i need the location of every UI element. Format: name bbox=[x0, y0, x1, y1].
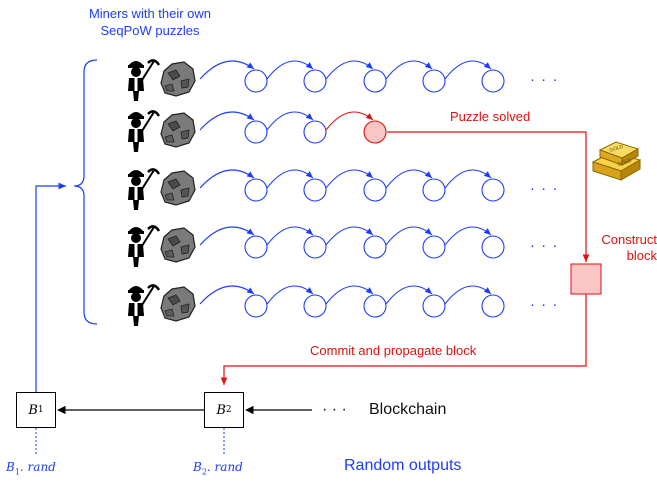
puzzle-solved-label: Puzzle solved bbox=[450, 109, 531, 124]
solved-step-arrow bbox=[325, 111, 374, 131]
block-b1-letter: B bbox=[28, 402, 38, 418]
b1-rand-letter: B bbox=[6, 460, 15, 474]
b1-rand-sub: 1 bbox=[14, 467, 20, 477]
state-node bbox=[422, 178, 446, 202]
state-node bbox=[303, 120, 327, 144]
miner-icon bbox=[128, 59, 161, 101]
gold-bottom-text: GOLD bbox=[617, 158, 633, 168]
state-node bbox=[422, 294, 446, 318]
b2-rand-sub: 2 bbox=[201, 467, 207, 477]
chain-ellipsis: · · · bbox=[530, 237, 559, 254]
step-arrow bbox=[325, 226, 374, 246]
blockchain-dots: · · · bbox=[322, 401, 347, 418]
state-node bbox=[481, 69, 505, 93]
gold-bars-icon: GOLD GOLD bbox=[591, 141, 642, 181]
rock-puzzle-icon bbox=[160, 286, 196, 322]
state-node bbox=[244, 294, 268, 318]
state-node bbox=[244, 235, 268, 259]
state-node bbox=[481, 294, 505, 318]
step-arrow bbox=[199, 169, 255, 189]
state-node bbox=[303, 235, 327, 259]
step-arrow bbox=[266, 285, 314, 305]
miner-icon bbox=[128, 225, 161, 267]
miner-row bbox=[128, 225, 505, 267]
rock-puzzle-icon bbox=[160, 170, 196, 206]
miner-row bbox=[128, 168, 505, 210]
miner-row bbox=[128, 110, 387, 152]
state-node bbox=[422, 69, 446, 93]
commit-label: Commit and propagate block bbox=[310, 343, 477, 358]
step-arrow bbox=[199, 60, 255, 80]
randomness-feedback-line bbox=[35, 182, 66, 392]
step-arrow bbox=[444, 226, 492, 246]
miners-title-line2: SeqPoW puzzles bbox=[100, 23, 200, 38]
step-arrow bbox=[199, 226, 255, 246]
step-arrow bbox=[385, 60, 433, 80]
step-arrow bbox=[266, 169, 314, 189]
state-node bbox=[481, 178, 505, 202]
state-node bbox=[363, 69, 387, 93]
constructed-block bbox=[570, 263, 602, 295]
step-arrow bbox=[385, 169, 433, 189]
blockchain-label: Blockchain bbox=[369, 401, 447, 418]
step-arrow bbox=[266, 226, 314, 246]
chain-ellipsis: · · · bbox=[530, 71, 559, 88]
state-node bbox=[422, 235, 446, 259]
step-arrow bbox=[266, 60, 314, 80]
step-arrow bbox=[325, 169, 374, 189]
gold-top-text: GOLD bbox=[609, 144, 625, 154]
rock-puzzle-icon bbox=[160, 227, 196, 263]
state-node bbox=[244, 120, 268, 144]
miners-brace bbox=[73, 59, 98, 325]
step-arrow bbox=[325, 285, 374, 305]
chain-ellipsis: · · · bbox=[530, 296, 559, 313]
miner-row bbox=[128, 284, 505, 326]
state-node bbox=[244, 178, 268, 202]
step-arrow bbox=[266, 111, 314, 131]
step-arrow bbox=[444, 285, 492, 305]
b2-rand-var: . rand bbox=[206, 460, 243, 474]
block-b2-sub: 2 bbox=[225, 405, 232, 415]
b1-rand-label: B1. rand bbox=[6, 460, 56, 476]
b2-rand-label: B2. rand bbox=[193, 460, 243, 476]
b2-rand-letter: B bbox=[193, 460, 202, 474]
state-node bbox=[363, 235, 387, 259]
miner-row bbox=[128, 59, 505, 101]
construct-block-label: Construct block bbox=[583, 232, 657, 264]
state-node bbox=[363, 294, 387, 318]
rock-puzzle-icon bbox=[160, 112, 196, 148]
b1-rand-var: . rand bbox=[19, 460, 56, 474]
state-node bbox=[363, 178, 387, 202]
block-b2-letter: B bbox=[216, 402, 226, 418]
miner-icon bbox=[128, 110, 161, 152]
state-node bbox=[481, 235, 505, 259]
state-node bbox=[244, 69, 268, 93]
state-node bbox=[303, 178, 327, 202]
miners-title: Miners with their own SeqPoW puzzles bbox=[55, 5, 245, 39]
step-arrow bbox=[199, 111, 255, 131]
miner-icon bbox=[128, 284, 161, 326]
miners-title-line1: Miners with their own bbox=[88, 6, 212, 21]
construct-line2: block bbox=[626, 248, 657, 263]
rock-puzzle-icon bbox=[160, 61, 196, 97]
state-node bbox=[303, 69, 327, 93]
puzzle-solved-line bbox=[387, 131, 590, 262]
commit-line bbox=[220, 294, 587, 385]
step-arrow bbox=[444, 60, 492, 80]
step-arrow bbox=[385, 226, 433, 246]
step-arrow bbox=[385, 285, 433, 305]
construct-line1: Construct bbox=[601, 232, 657, 247]
step-arrow bbox=[325, 60, 374, 80]
step-arrow bbox=[444, 169, 492, 189]
block-b1-sub: 1 bbox=[37, 405, 44, 415]
solved-state-node bbox=[363, 120, 387, 144]
chain-ellipsis: · · · bbox=[530, 180, 559, 197]
step-arrow bbox=[199, 285, 255, 305]
state-node bbox=[303, 294, 327, 318]
miner-icon bbox=[128, 168, 161, 210]
random-outputs-label: Random outputs bbox=[344, 457, 462, 474]
